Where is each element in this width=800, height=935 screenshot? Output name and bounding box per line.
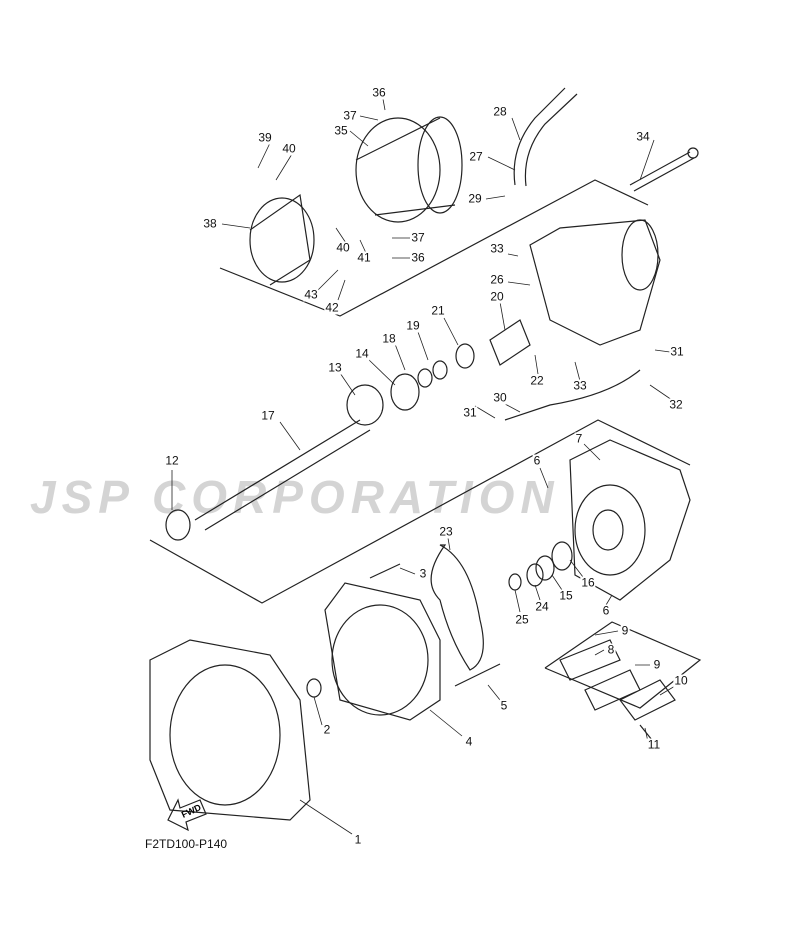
callout-30[interactable]: 30 bbox=[492, 390, 508, 405]
callout-23[interactable]: 23 bbox=[438, 524, 454, 539]
leader-lines bbox=[171, 98, 676, 835]
callout-27[interactable]: 27 bbox=[468, 149, 484, 164]
callout-34[interactable]: 34 bbox=[635, 129, 651, 144]
part-17-shaft bbox=[194, 419, 371, 531]
callout-18[interactable]: 18 bbox=[381, 331, 397, 346]
callout-29[interactable]: 29 bbox=[467, 191, 483, 206]
callout-28[interactable]: 28 bbox=[492, 104, 508, 119]
callout-32[interactable]: 32 bbox=[668, 397, 684, 412]
part-1-housing bbox=[149, 639, 311, 821]
part-20-cap bbox=[489, 319, 531, 366]
frame-upper bbox=[219, 179, 649, 317]
callout-8[interactable]: 8 bbox=[606, 642, 616, 657]
callout-11[interactable]: 11 bbox=[646, 737, 662, 752]
part-3-bolt bbox=[369, 563, 401, 579]
part-21-oring bbox=[455, 343, 475, 369]
part-5-bolt bbox=[454, 663, 501, 687]
callout-3[interactable]: 3 bbox=[418, 566, 428, 581]
duct-parts bbox=[559, 639, 676, 721]
frame-duct bbox=[544, 621, 702, 709]
callout-6[interactable]: 6 bbox=[532, 453, 542, 468]
callout-24[interactable]: 24 bbox=[534, 599, 550, 614]
callout-22[interactable]: 22 bbox=[529, 373, 545, 388]
callout-31[interactable]: 31 bbox=[462, 405, 478, 420]
callout-41[interactable]: 41 bbox=[356, 250, 372, 265]
callout-40[interactable]: 40 bbox=[281, 141, 297, 156]
callout-43[interactable]: 43 bbox=[303, 287, 319, 302]
part-14-bearing bbox=[390, 373, 420, 411]
callout-36[interactable]: 36 bbox=[371, 85, 387, 100]
callout-25[interactable]: 25 bbox=[514, 612, 530, 627]
part-12-bearing bbox=[165, 509, 191, 541]
callout-14[interactable]: 14 bbox=[354, 346, 370, 361]
callout-17[interactable]: 17 bbox=[260, 408, 276, 423]
callout-2[interactable]: 2 bbox=[322, 722, 332, 737]
callout-38[interactable]: 38 bbox=[202, 216, 218, 231]
callout-16[interactable]: 16 bbox=[580, 575, 596, 590]
callout-33[interactable]: 33 bbox=[572, 378, 588, 393]
callout-10[interactable]: 10 bbox=[673, 673, 689, 688]
callout-19[interactable]: 19 bbox=[405, 318, 421, 333]
part-23-impeller bbox=[430, 544, 484, 671]
callout-31[interactable]: 31 bbox=[669, 344, 685, 359]
callout-5[interactable]: 5 bbox=[499, 698, 509, 713]
watermark: JSP CORPORATION bbox=[30, 471, 560, 523]
callout-12[interactable]: 12 bbox=[164, 453, 180, 468]
callout-33[interactable]: 33 bbox=[489, 241, 505, 256]
callout-9[interactable]: 9 bbox=[652, 657, 662, 672]
callout-21[interactable]: 21 bbox=[430, 303, 446, 318]
callout-7[interactable]: 7 bbox=[574, 431, 584, 446]
callout-6[interactable]: 6 bbox=[601, 603, 611, 618]
part-26-housing bbox=[529, 219, 661, 346]
callout-4[interactable]: 4 bbox=[464, 734, 474, 749]
callout-35[interactable]: 35 bbox=[333, 123, 349, 138]
part-35-housing bbox=[355, 116, 463, 223]
frame-middle bbox=[149, 419, 691, 604]
part-2-collar bbox=[306, 678, 322, 698]
callout-20[interactable]: 20 bbox=[489, 289, 505, 304]
callout-15[interactable]: 15 bbox=[558, 588, 574, 603]
part-30-pipe bbox=[504, 369, 641, 421]
fwd-arrow-icon bbox=[167, 798, 207, 832]
callout-42[interactable]: 42 bbox=[324, 300, 340, 315]
diagram-code: F2TD100-P140 bbox=[145, 837, 228, 851]
part-28-hose bbox=[513, 87, 578, 187]
part-38-housing bbox=[249, 193, 315, 286]
callout-13[interactable]: 13 bbox=[327, 360, 343, 375]
callout-37[interactable]: 37 bbox=[342, 108, 358, 123]
callout-36[interactable]: 36 bbox=[410, 250, 426, 265]
callout-40[interactable]: 40 bbox=[335, 240, 351, 255]
callout-9[interactable]: 9 bbox=[620, 623, 630, 638]
callout-26[interactable]: 26 bbox=[489, 272, 505, 287]
callout-39[interactable]: 39 bbox=[257, 130, 273, 145]
part-13-sleeve bbox=[346, 384, 384, 426]
callout-37[interactable]: 37 bbox=[410, 230, 426, 245]
callout-1[interactable]: 1 bbox=[353, 832, 363, 847]
part-34-bolt bbox=[629, 151, 695, 192]
part-4-housing bbox=[324, 582, 441, 721]
